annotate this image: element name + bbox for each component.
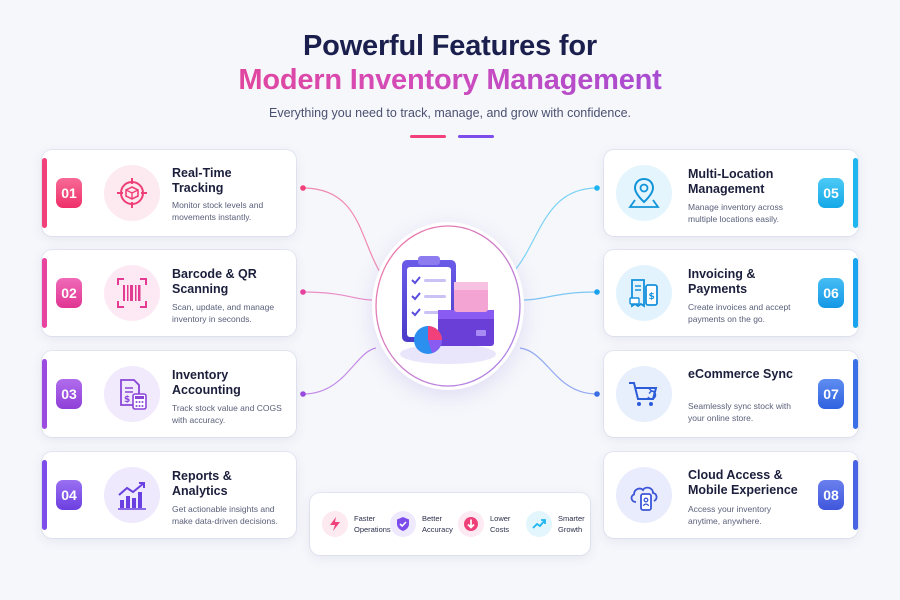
card-accent-bar bbox=[853, 258, 858, 328]
card-accent-bar bbox=[853, 460, 858, 530]
benefit-faster-operations: Faster Operations bbox=[318, 507, 391, 541]
page-title-line1: Powerful Features for bbox=[303, 30, 597, 62]
feature-card-07[interactable]: 07 eCommerce Sync Seamlessly sync stock … bbox=[604, 351, 858, 437]
svg-text:$: $ bbox=[649, 292, 655, 302]
feature-title: eCommerce Sync bbox=[688, 367, 793, 381]
feature-title: Invoicing & Payments bbox=[688, 267, 756, 296]
feature-number: 03 bbox=[56, 379, 82, 409]
feature-number: 06 bbox=[818, 278, 844, 308]
feature-number: 02 bbox=[56, 278, 82, 308]
feature-card-01[interactable]: 01 Real-Time Tracking Monitor stock leve… bbox=[42, 150, 296, 236]
card-accent-bar bbox=[42, 158, 47, 228]
map-pin-icon bbox=[616, 165, 672, 221]
feature-number: 07 bbox=[818, 379, 844, 409]
benefit-smarter-growth: Smarter Growth bbox=[522, 507, 590, 541]
feature-number: 05 bbox=[818, 178, 844, 208]
card-accent-bar bbox=[853, 359, 858, 429]
feature-card-05[interactable]: 05 Multi-Location Management Manage inve… bbox=[604, 150, 858, 236]
card-accent-bar bbox=[853, 158, 858, 228]
card-accent-bar bbox=[42, 258, 47, 328]
trend-up-icon bbox=[526, 511, 552, 537]
benefit-better-accuracy: Better Accuracy bbox=[386, 507, 454, 541]
lightning-icon bbox=[322, 511, 348, 537]
feature-description: Create invoices and accept payments on t… bbox=[688, 302, 791, 324]
bar-chart-growth-icon bbox=[104, 467, 160, 523]
center-hub bbox=[372, 222, 524, 390]
benefits-panel: Faster Operations Better Accuracy Lower … bbox=[310, 493, 590, 555]
invoice-payment-icon: $ bbox=[616, 265, 672, 321]
benefit-lower-costs: Lower Costs bbox=[454, 507, 522, 541]
feature-title: Multi-Location Management bbox=[688, 167, 774, 196]
svg-text:$: $ bbox=[124, 395, 130, 405]
feature-title: Inventory Accounting bbox=[172, 368, 241, 397]
feature-description: Track stock value and COGS with accuracy… bbox=[172, 403, 282, 425]
feature-number: 01 bbox=[56, 178, 82, 208]
card-accent-bar bbox=[42, 359, 47, 429]
feature-description: Access your inventory anytime, anywhere. bbox=[688, 504, 772, 526]
benefit-label: Faster Operations bbox=[354, 514, 391, 534]
card-accent-bar bbox=[42, 460, 47, 530]
benefit-label: Smarter Growth bbox=[558, 514, 585, 534]
feature-title: Barcode & QR Scanning bbox=[172, 267, 257, 296]
cloud-mobile-icon bbox=[616, 467, 672, 523]
accent-dash-pink bbox=[410, 135, 446, 138]
feature-card-06[interactable]: 06 $ Invoicing & Payments Create invoice… bbox=[604, 250, 858, 336]
feature-description: Manage inventory across multiple locatio… bbox=[688, 202, 783, 224]
page-title-line2: Modern Inventory Management bbox=[0, 64, 900, 97]
feature-card-03[interactable]: 03 $ Inventory Accounting Track stock va… bbox=[42, 351, 296, 437]
cart-sync-icon bbox=[616, 366, 672, 422]
feature-title: Real-Time Tracking bbox=[172, 166, 232, 195]
feature-number: 08 bbox=[818, 480, 844, 510]
feature-card-04[interactable]: 04 Reports & Analytics Get actionable in… bbox=[42, 452, 296, 538]
barcode-scan-icon bbox=[104, 265, 160, 321]
feature-title: Cloud Access & Mobile Experience bbox=[688, 468, 798, 497]
feature-description: Get actionable insights and make data-dr… bbox=[172, 504, 278, 526]
feature-number: 04 bbox=[56, 480, 82, 510]
clipboard-boxes-pie-icon bbox=[375, 225, 521, 387]
feature-description: Monitor stock levels and movements insta… bbox=[172, 200, 264, 222]
arrow-down-coin-icon bbox=[458, 511, 484, 537]
feature-description: Scan, update, and manage inventory in se… bbox=[172, 302, 275, 324]
feature-description: Seamlessly sync stock with your online s… bbox=[688, 401, 791, 423]
target-cube-icon bbox=[104, 165, 160, 221]
feature-card-08[interactable]: 08 Cloud Access & Mobile Experience Acce… bbox=[604, 452, 858, 538]
accent-dash-purple bbox=[458, 135, 494, 138]
feature-title: Reports & Analytics bbox=[172, 469, 232, 498]
benefit-label: Lower Costs bbox=[490, 514, 511, 534]
benefit-label: Better Accuracy bbox=[422, 514, 453, 534]
document-calculator-icon: $ bbox=[104, 366, 160, 422]
shield-check-icon bbox=[390, 511, 416, 537]
page-subtitle: Everything you need to track, manage, an… bbox=[268, 106, 632, 120]
feature-card-02[interactable]: 02 Barcode & QR Scanning Scan, update, a… bbox=[42, 250, 296, 336]
